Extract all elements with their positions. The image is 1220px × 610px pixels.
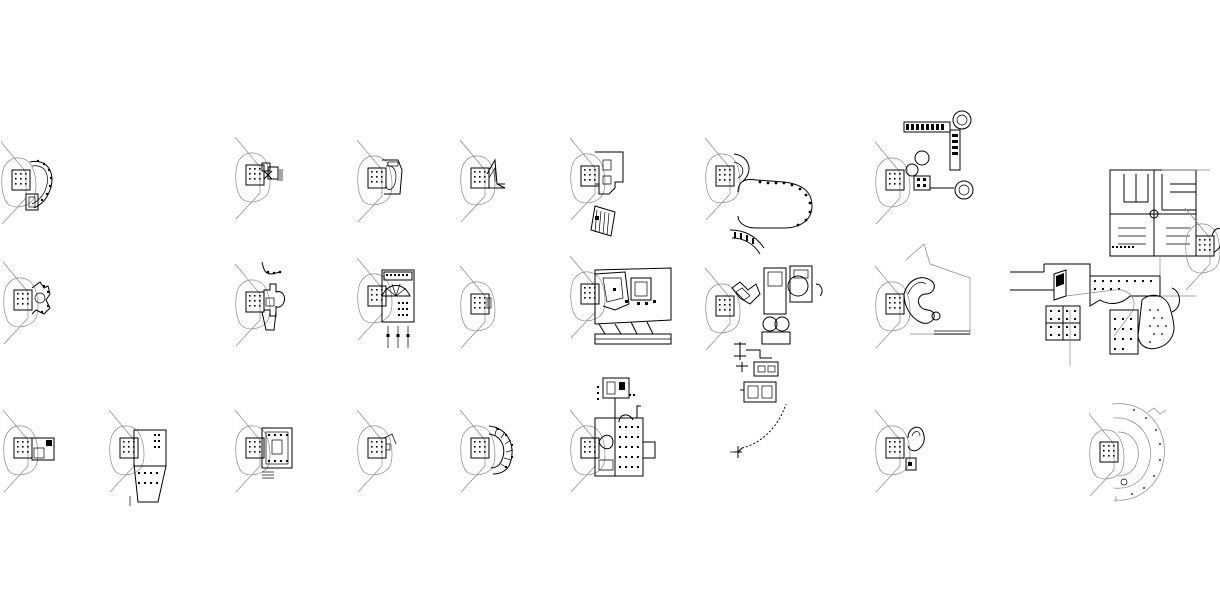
plan-2-8 — [1010, 256, 1196, 366]
plan-3-8 — [874, 409, 925, 493]
plan-1-7 — [874, 110, 974, 225]
plan-2-7 — [874, 243, 971, 349]
plan-3-1 — [2, 409, 55, 493]
plan-2-1 — [2, 261, 51, 345]
plan-1-4 — [459, 139, 506, 223]
plan-2-4 — [459, 265, 496, 349]
plan-1-2 — [234, 136, 283, 220]
plan-1-3 — [356, 139, 403, 223]
plan-1-6 — [704, 137, 813, 229]
plan-1-1 — [0, 141, 53, 225]
plan-2-5 — [569, 255, 672, 345]
plan-2-2 — [234, 261, 285, 347]
plan-2-3 — [356, 257, 415, 348]
plan-3-3 — [234, 409, 293, 493]
plan-1-5 — [569, 137, 624, 237]
plan-3-2 — [108, 409, 167, 506]
plan-2-6 — [704, 229, 823, 403]
plan-3-4 — [356, 409, 397, 493]
plan-3-9 — [1088, 403, 1167, 502]
plan-3-5 — [459, 409, 514, 493]
plan-1-8 — [1109, 169, 1210, 257]
plan-3-6 — [569, 377, 656, 493]
plan-2-8-annex — [1184, 207, 1220, 291]
plan-3-7 — [730, 403, 787, 458]
